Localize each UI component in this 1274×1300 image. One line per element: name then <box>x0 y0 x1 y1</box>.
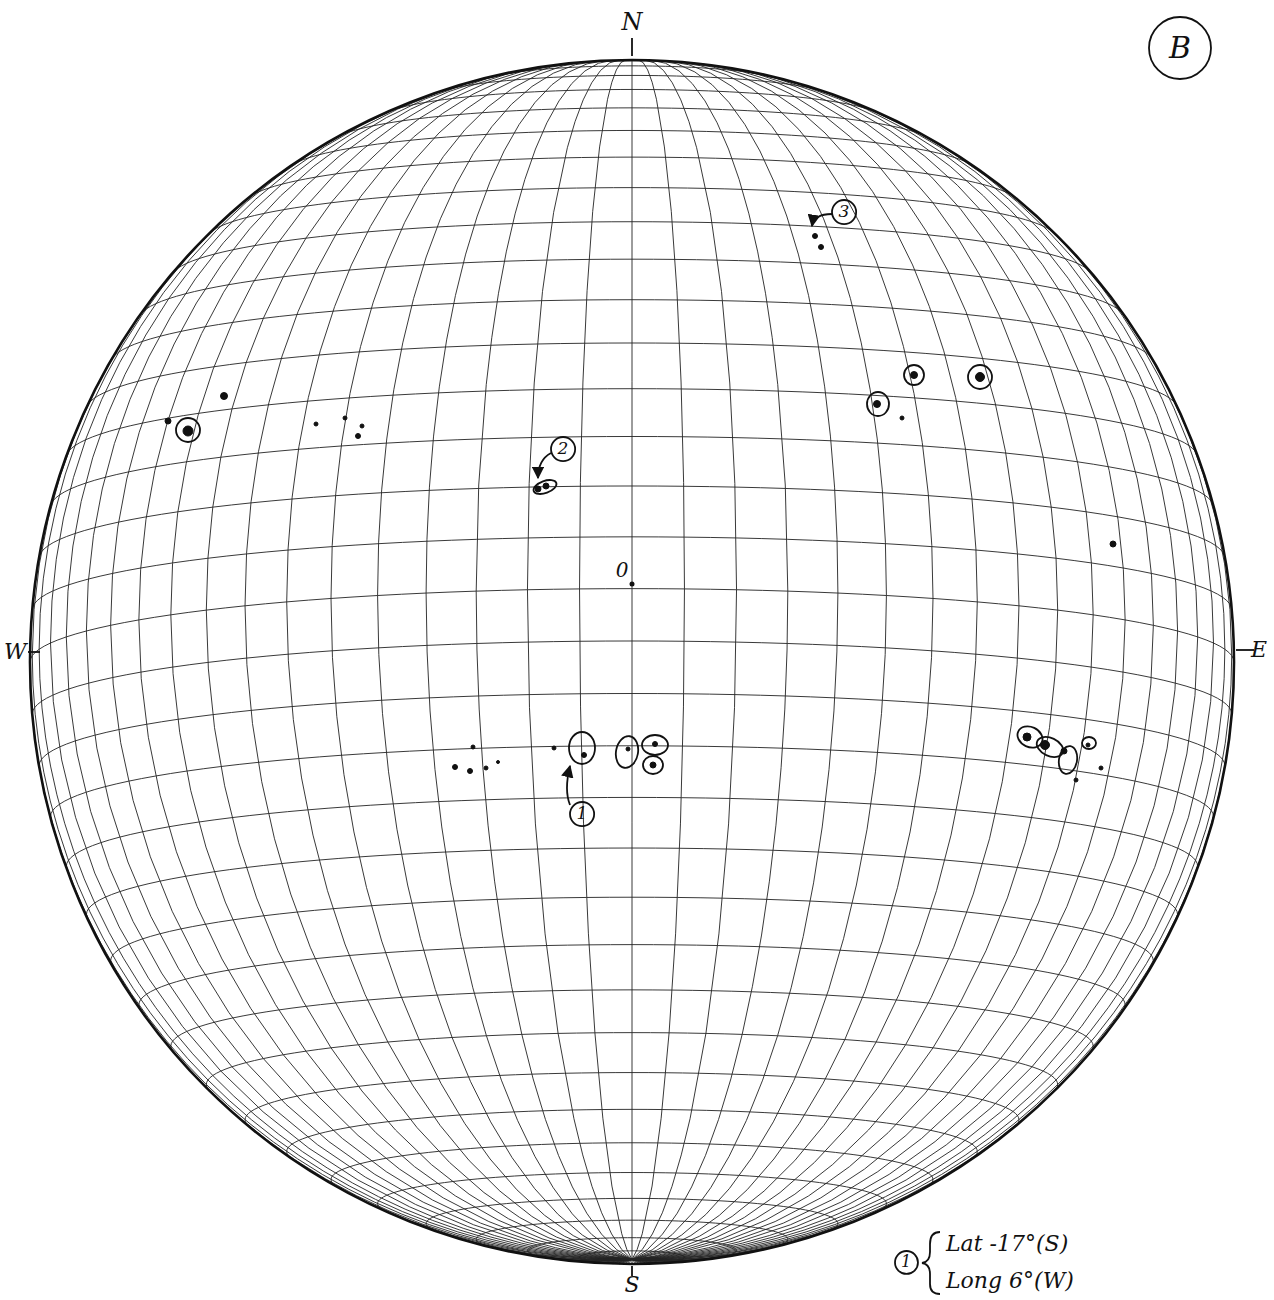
note-text: Lat -17°(S) <box>946 1233 1068 1255</box>
umbra <box>468 769 473 774</box>
umbra <box>165 418 171 424</box>
umbra <box>626 747 630 751</box>
brace <box>922 1232 940 1294</box>
axis-ticks <box>28 38 1254 1276</box>
callout-circle: 1 <box>569 801 595 827</box>
center-mark: 0 <box>616 560 629 580</box>
penumbra-outline <box>176 418 200 442</box>
umbra <box>819 245 824 250</box>
grid-lines <box>30 60 1234 1264</box>
umbra <box>343 416 347 420</box>
umbra <box>497 761 500 764</box>
callout-number: 1 <box>901 1254 911 1270</box>
umbra <box>1110 541 1116 547</box>
callout-number: 1 <box>577 805 588 822</box>
umbra <box>453 765 458 770</box>
leader-arrow <box>812 214 832 226</box>
penumbra-outline <box>968 365 992 389</box>
umbra <box>314 422 318 426</box>
umbra <box>484 766 488 770</box>
leader-arrow <box>567 766 570 805</box>
compass-letter: S <box>624 1274 639 1296</box>
umbra <box>552 746 556 750</box>
umbra <box>976 373 985 382</box>
penumbra-outline <box>532 477 559 496</box>
umbra <box>813 234 818 239</box>
penumbra-outline <box>1034 733 1067 761</box>
umbra <box>900 416 904 420</box>
umbra <box>874 401 881 408</box>
note-text: Long 6°(W) <box>946 1270 1074 1292</box>
penumbra-outline <box>867 392 889 416</box>
callout-circle: 3 <box>831 199 857 225</box>
heliographic-grid <box>30 60 1234 1264</box>
north-tick <box>631 38 633 56</box>
umbra <box>183 426 193 436</box>
umbra <box>1074 778 1078 782</box>
circle-stroke <box>832 200 856 224</box>
penumbra-outline <box>613 734 640 769</box>
umbra <box>1099 766 1103 770</box>
umbra <box>1023 733 1031 741</box>
umbra <box>356 434 361 439</box>
penumbra-outline <box>1082 737 1096 749</box>
leader-arrows <box>538 214 832 805</box>
center-dot <box>630 582 635 587</box>
penumbra-outline <box>642 735 668 755</box>
callout-number: 2 <box>558 440 569 457</box>
umbra <box>911 372 918 379</box>
umbra <box>582 753 587 758</box>
sunspot-marks <box>165 234 1116 783</box>
leader-arrow <box>538 453 551 478</box>
umbra <box>650 762 656 768</box>
circle-stroke <box>570 802 594 826</box>
penumbra-outline <box>569 732 595 764</box>
circle-stroke <box>551 437 575 461</box>
callout-circle: B <box>1148 16 1212 80</box>
umbra <box>535 486 541 492</box>
callout-number: 3 <box>839 203 850 220</box>
penumbra-outline <box>643 756 663 774</box>
solar-limb <box>30 60 1234 1264</box>
callout-number: B <box>1169 33 1191 63</box>
compass-letter: N <box>622 10 643 34</box>
compass-letter: E <box>1251 639 1267 661</box>
umbra <box>543 483 549 489</box>
umbra <box>1086 743 1090 747</box>
penumbra-outline <box>1057 745 1080 776</box>
west-tick <box>28 651 40 653</box>
penumbra-outline <box>904 365 924 385</box>
circle-stroke <box>895 1251 918 1274</box>
callout-circle: 2 <box>550 436 576 462</box>
umbra <box>471 745 475 749</box>
umbra <box>653 742 658 747</box>
umbra <box>221 393 228 400</box>
umbra <box>360 424 364 428</box>
callout-circle: 1 <box>894 1250 919 1275</box>
compass-letter: W <box>4 641 27 663</box>
circle-stroke <box>1149 17 1211 79</box>
